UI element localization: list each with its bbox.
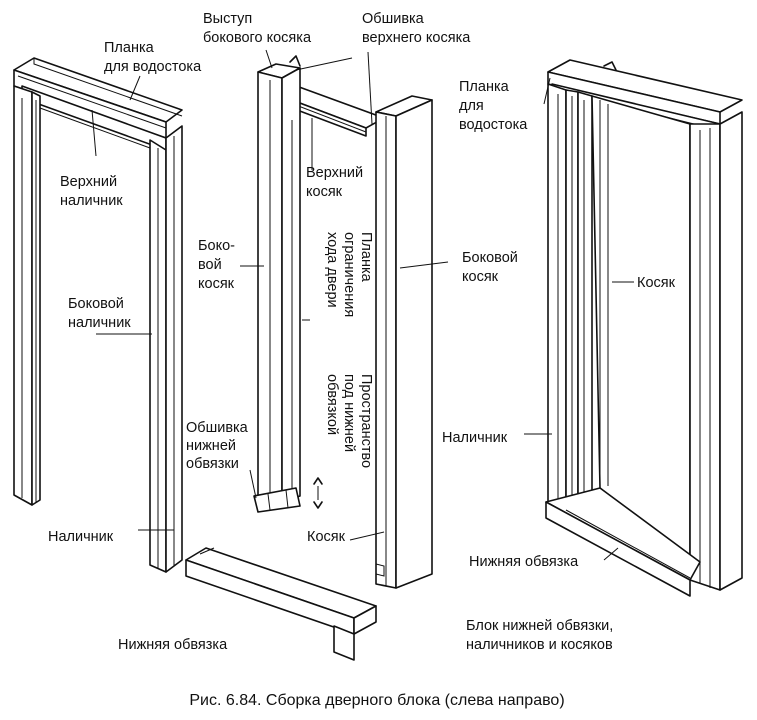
label-drip-cap-left: Планка для водостока bbox=[104, 40, 202, 75]
middle-jamb-drawing bbox=[185, 55, 433, 661]
label-side-jamb-protrusion: Выступ бокового косяка bbox=[203, 11, 312, 46]
label-casing-left: Наличник bbox=[48, 529, 114, 545]
label-top-casing: Верхний наличник bbox=[60, 174, 123, 209]
label-drip-cap-right: Планка для водостока bbox=[459, 79, 528, 133]
label-jamb-right-unit: Косяк bbox=[637, 275, 676, 291]
right-assembled-unit-drawing bbox=[545, 59, 743, 597]
label-bottom-sill-right: Нижняя обвязка bbox=[469, 554, 579, 570]
label-side-jamb-middle: Боко- вой косяк bbox=[198, 238, 239, 292]
leader-lines bbox=[91, 49, 634, 561]
label-top-jamb-sheathing: Обшивка верхнего косяка bbox=[362, 11, 471, 46]
label-bottom-sill-sheathing: Обшивка нижней обвязки bbox=[186, 420, 252, 472]
label-jamb-bottom: Косяк bbox=[307, 529, 346, 545]
label-sill-space: Пространство под нижней обвязкой bbox=[324, 374, 374, 472]
label-door-stop: Планка ограничения хода двери bbox=[324, 232, 374, 321]
label-bottom-sill-left: Нижняя обвязка bbox=[118, 637, 228, 653]
figure-caption: Рис. 6.84. Сборка дверного блока (слева … bbox=[189, 692, 564, 709]
label-top-jamb: Верхний косяк bbox=[306, 165, 367, 200]
label-side-casing: Боковой наличник bbox=[68, 296, 131, 331]
label-casing-right: Наличник bbox=[442, 430, 508, 446]
label-side-jamb-right: Боковой косяк bbox=[462, 250, 522, 285]
left-casing-drawing bbox=[13, 57, 183, 573]
label-assembly-block: Блок нижней обвязки, наличников и косяко… bbox=[466, 618, 617, 653]
